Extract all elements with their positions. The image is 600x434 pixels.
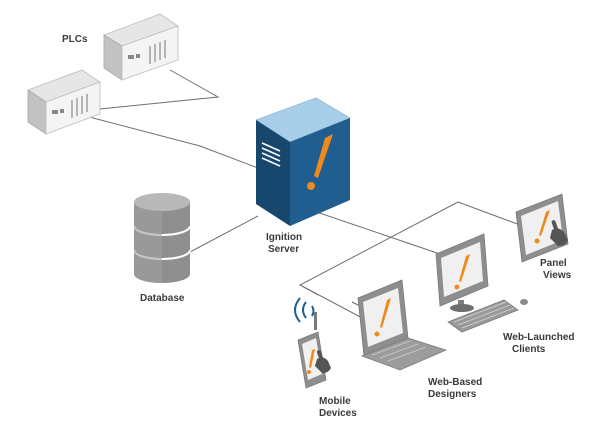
- clients-label-line2: Clients: [512, 344, 546, 355]
- mobile-label-line1: Mobile: [319, 396, 351, 407]
- line-network-to-panel: [457, 201, 521, 226]
- panel-view: [515, 193, 569, 263]
- plcs-label: PLCs: [62, 34, 88, 45]
- line-server-to-network: [295, 204, 441, 255]
- mobile-label-line2: Devices: [319, 408, 357, 419]
- panel-label-line1: Panel: [540, 258, 567, 269]
- ignition-server: [255, 97, 351, 226]
- web-launched-client: [435, 233, 528, 333]
- line-to-mobile: [299, 284, 319, 296]
- server-side: [256, 120, 290, 226]
- designers-label-line1: Web-Based: [428, 377, 482, 388]
- server-label-line2: Server: [268, 244, 299, 255]
- plc-lower: [27, 69, 101, 135]
- server-vent-icon: [261, 142, 281, 167]
- pointing-hand-icon: [550, 220, 568, 246]
- designers-label-line2: Designers: [428, 389, 477, 400]
- pointing-hand-icon: [315, 350, 331, 373]
- keyboard-icon: [447, 299, 519, 333]
- monitor-screen: [441, 242, 483, 297]
- wifi-icon: [294, 297, 315, 323]
- ignition-logo-icon: [307, 134, 333, 190]
- server-label-line1: Ignition: [266, 232, 302, 243]
- laptop-base: [360, 337, 448, 371]
- database: [133, 193, 191, 283]
- clients-label-line1: Web-Launched: [503, 332, 574, 343]
- web-based-designer: [357, 279, 448, 371]
- line-server-to-database: [189, 215, 259, 253]
- panel-label-line2: Views: [543, 270, 572, 281]
- mouse-icon: [520, 299, 528, 305]
- mobile-device: [294, 297, 331, 389]
- database-label: Database: [140, 293, 185, 304]
- plc-upper: [103, 13, 179, 81]
